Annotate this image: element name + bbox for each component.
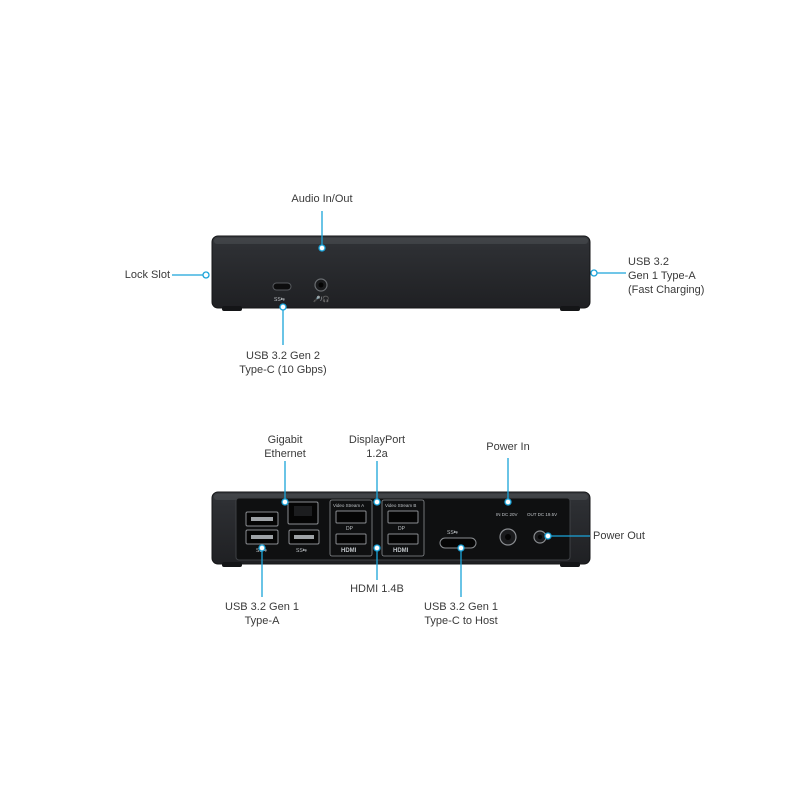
usb-a-port-1-tongue (251, 517, 273, 521)
rear-foot-right (560, 562, 580, 567)
power-in-dot (504, 498, 512, 506)
video-stream-b-label: Video Stream B (385, 503, 416, 508)
callout-gigabit-ethernet: Gigabit Ethernet (255, 433, 315, 461)
hdmi-dot (373, 544, 381, 552)
front-body (211, 235, 591, 309)
power-out-label: OUT DC 19.5V (527, 512, 557, 517)
callout-usb-a-line-1: USB 3.2 Gen 1 (225, 601, 299, 613)
callout-usb-c-10g-line-2: Type-C (10 Gbps) (239, 364, 327, 376)
callout-usb-a: USB 3.2 Gen 1 Type-A (202, 600, 322, 628)
callout-hdmi: HDMI 1.4B (337, 582, 417, 596)
callout-usb-c-host-line-1: USB 3.2 Gen 1 (424, 601, 498, 613)
callout-power-in: Power In (468, 440, 548, 454)
callout-ethernet-line-2: Ethernet (264, 448, 306, 460)
video-stream-b-box (381, 499, 425, 557)
usb-a-badge-right: SS⇆ (296, 548, 307, 554)
callout-power-out: Power Out (593, 529, 673, 543)
dp-port-a-badge: DP (346, 526, 354, 532)
dp-port-a (335, 510, 367, 524)
front-usbc-badge: SS⇆ (274, 297, 285, 303)
callout-usb-a-fast-line-2: Gen 1 Type-A (628, 270, 696, 282)
front-top-edge (214, 238, 588, 244)
usb-a-dot (258, 544, 266, 552)
usb-c-host-dot (457, 544, 465, 552)
ethernet-dot (281, 498, 289, 506)
front-usbc-port (272, 282, 292, 291)
callout-displayport-line-1: DisplayPort (348, 434, 406, 446)
audio-dot (318, 244, 326, 252)
lock-dot (202, 271, 210, 279)
callout-displayport: DisplayPort 1.2a (337, 433, 417, 461)
power-in-label: IN DC 20V (496, 512, 518, 517)
rear-port-panel (235, 497, 571, 561)
callout-ethernet-line-1: Gigabit (267, 434, 303, 446)
ethernet-port-inner (294, 506, 312, 516)
front-audio-jack-hole (318, 282, 324, 288)
front-foot-left (222, 306, 242, 311)
front-device: SS⇆ 🎤/🎧 (211, 235, 591, 311)
callout-usb-c-10gbps: USB 3.2 Gen 2 Type-C (10 Gbps) (223, 349, 343, 377)
rear-device: SS⇆ SS⇆ Video Stream A DP HDMI Video Str… (211, 491, 591, 567)
callout-usb-a-fast-line-1: USB 3.2 (628, 256, 669, 268)
rear-foot-left (222, 562, 242, 567)
video-stream-a-label: Video Stream A (333, 503, 364, 508)
callout-usb-a-line-2: Type-A (244, 615, 280, 627)
callout-usb-a-fast-line-3: (Fast Charging) (628, 284, 705, 296)
callout-displayport-line-2: 1.2a (366, 448, 388, 460)
callout-usb-c-host-line-2: Type-C to Host (424, 615, 498, 627)
callout-audio-line-1: Audio In/Out (291, 193, 353, 205)
callout-usb-c-10g-line-1: USB 3.2 Gen 2 (246, 350, 320, 362)
power-out-jack-hole (537, 534, 543, 540)
callout-audio-in-out: Audio In/Out (262, 192, 382, 206)
callout-power-in-line-1: Power In (486, 441, 530, 453)
usb-a-port-3-tongue (294, 535, 314, 539)
usb-a-port-2-tongue (251, 535, 273, 539)
dp-port-b-badge: DP (398, 526, 406, 532)
hdmi-port-b (387, 533, 419, 545)
callout-usb-c-host: USB 3.2 Gen 1 Type-C to Host (401, 600, 521, 628)
callout-lock-line-1: Lock Slot (124, 269, 170, 281)
hdmi-port-b-badge: HDMI (393, 548, 409, 554)
front-foot-right (560, 306, 580, 311)
front-audio-badge: 🎤/🎧 (313, 295, 330, 303)
front-callout-lines (172, 211, 626, 345)
dp-port-b (387, 510, 419, 524)
hdmi-port-a (335, 533, 367, 545)
rear-callout-lines (258, 458, 590, 597)
usbc-host-badge: SS⇆ (447, 530, 458, 536)
callout-power-out-line-1: Power Out (593, 530, 645, 542)
video-stream-a-box (329, 499, 373, 557)
power-out-dot (544, 532, 552, 540)
hdmi-port-a-badge: HDMI (341, 548, 357, 554)
power-in-jack-hole (505, 534, 511, 540)
callout-usb-a-fast-charging: USB 3.2 Gen 1 Type-A (Fast Charging) (628, 255, 738, 297)
usb-c-10g-dot (279, 303, 287, 311)
callout-hdmi-line-1: HDMI 1.4B (350, 583, 404, 595)
callout-lock-slot: Lock Slot (96, 268, 170, 282)
usb-a-fast-dot (590, 269, 598, 277)
displayport-dot (373, 498, 381, 506)
